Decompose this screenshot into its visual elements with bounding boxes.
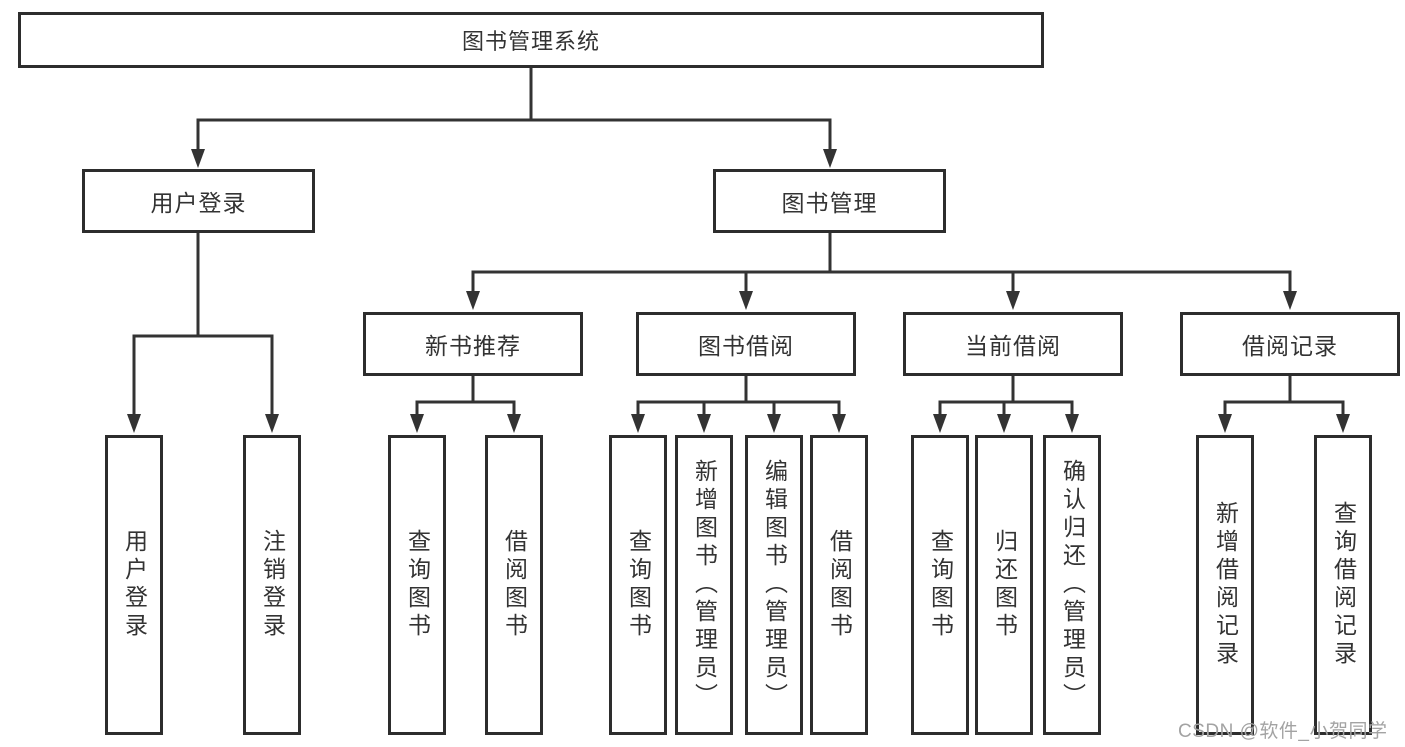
connector-line [1223,374,1345,417]
leaf-query-books-recommend-label: 查询图书 [404,529,431,641]
arrowhead-down-icon [823,149,837,168]
arrowhead-down-icon [1336,414,1350,433]
leaf-borrow-books-borrow: 借阅图书 [810,435,868,735]
leaf-confirm-return-admin: 确认归还（管理员） [1043,435,1101,735]
arrowhead-down-icon [767,414,781,433]
leaf-borrow-books-borrow-label: 借阅图书 [826,529,853,641]
arrowhead-down-icon [697,414,711,433]
connector-new-book-subtree [410,374,521,433]
leaf-logout-label: 注销登录 [259,529,286,641]
leaf-borrow-books-recommend-label: 借阅图书 [501,529,528,641]
leaf-edit-book-admin-label: 编辑图书（管理员） [761,459,788,711]
leaf-add-borrow-record-label: 新增借阅记录 [1212,501,1239,669]
connector-line [132,231,274,417]
arrowhead-down-icon [191,149,205,168]
connector-line [471,231,1292,294]
node-user-login: 用户登录 [82,169,315,233]
connector-root-to-level2 [191,66,837,168]
leaf-query-borrow-record-label: 查询借阅记录 [1330,501,1357,669]
node-root: 图书管理系统 [18,12,1044,68]
arrowhead-down-icon [933,414,947,433]
connector-line [415,374,516,417]
arrowhead-down-icon [631,414,645,433]
arrowhead-down-icon [1218,414,1232,433]
arrowhead-down-icon [466,291,480,310]
arrowhead-down-icon [265,414,279,433]
connector-book-borrow-subtree [631,374,846,433]
arrowhead-down-icon [1006,291,1020,310]
node-book-management-label: 图书管理 [781,190,878,216]
leaf-query-borrow-record: 查询借阅记录 [1314,435,1372,735]
connector-line [636,374,841,417]
leaf-query-books-borrow-label: 查询图书 [625,529,652,641]
arrowhead-down-icon [127,414,141,433]
leaf-add-book-admin-label: 新增图书（管理员） [691,459,718,711]
arrowhead-down-icon [1283,291,1297,310]
node-book-borrow-label: 图书借阅 [698,333,794,359]
leaf-return-book-label: 归还图书 [991,529,1018,641]
node-borrow-records-label: 借阅记录 [1242,333,1338,359]
node-current-borrow: 当前借阅 [903,312,1123,376]
node-book-borrow: 图书借阅 [636,312,856,376]
leaf-edit-book-admin: 编辑图书（管理员） [745,435,803,735]
connector-current-borrow-subtree [933,374,1079,433]
connector-line [938,374,1074,417]
leaf-return-book: 归还图书 [975,435,1033,735]
leaf-query-books-recommend: 查询图书 [388,435,446,735]
leaf-borrow-books-recommend: 借阅图书 [485,435,543,735]
node-new-book-recommend: 新书推荐 [363,312,583,376]
leaf-confirm-return-admin-label: 确认归还（管理员） [1059,459,1086,711]
leaf-logout: 注销登录 [243,435,301,735]
arrowhead-down-icon [739,291,753,310]
arrowhead-down-icon [410,414,424,433]
connector-book-management-to-level3 [466,231,1297,310]
node-new-book-recommend-label: 新书推荐 [425,333,521,359]
node-user-login-label: 用户登录 [150,190,247,216]
connector-line [196,66,832,152]
leaf-add-book-admin: 新增图书（管理员） [675,435,733,735]
leaf-user-login: 用户登录 [105,435,163,735]
node-borrow-records: 借阅记录 [1180,312,1400,376]
leaf-add-borrow-record: 新增借阅记录 [1196,435,1254,735]
leaf-user-login-label: 用户登录 [121,529,148,641]
leaf-query-books-current-label: 查询图书 [927,529,954,641]
node-book-management: 图书管理 [713,169,946,233]
leaf-query-books-borrow: 查询图书 [609,435,667,735]
arrowhead-down-icon [997,414,1011,433]
node-current-borrow-label: 当前借阅 [965,333,1061,359]
arrowhead-down-icon [507,414,521,433]
watermark: CSDN @软件_小贺同学 [1178,721,1388,742]
arrowhead-down-icon [832,414,846,433]
connector-user-login-subtree [127,231,279,433]
connector-borrow-records-subtree [1218,374,1350,433]
node-root-label: 图书管理系统 [461,29,600,54]
arrowhead-down-icon [1065,414,1079,433]
leaf-query-books-current: 查询图书 [911,435,969,735]
